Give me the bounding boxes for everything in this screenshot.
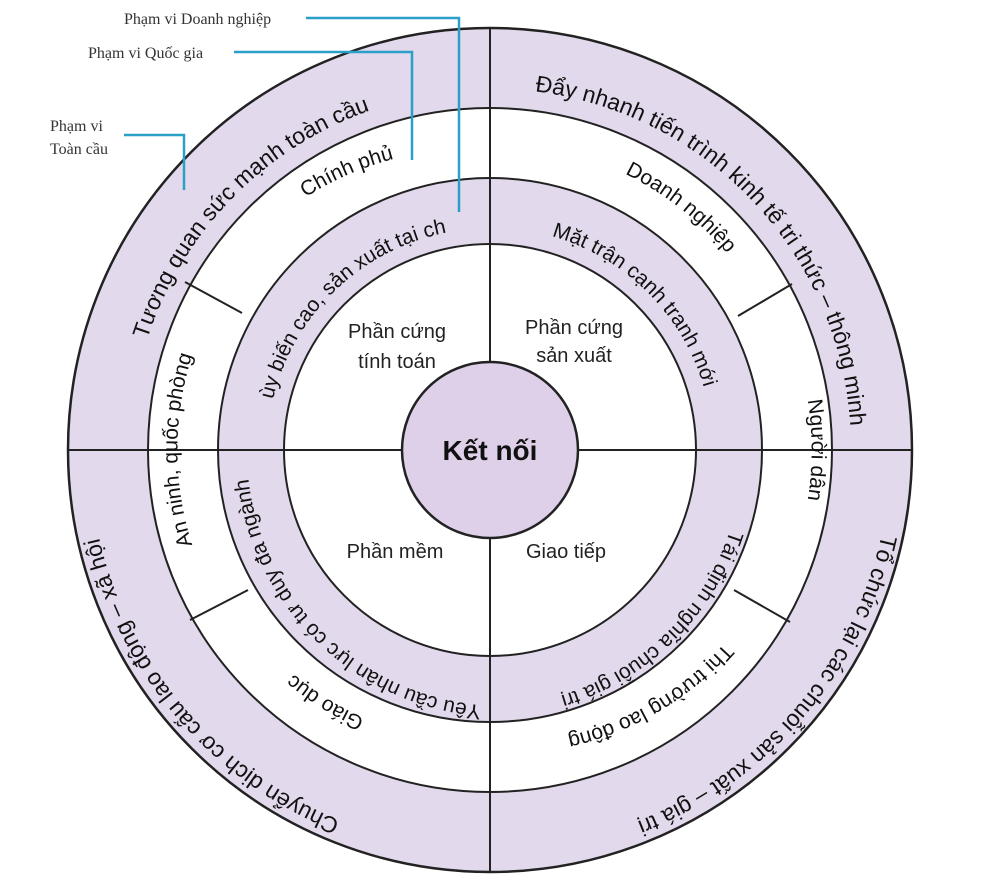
callout-global-line1: Phạm vi xyxy=(50,118,103,135)
callout-global-line2: Toàn cầu xyxy=(50,141,108,158)
quadrant-top-left-line1: Phần cứng xyxy=(348,321,446,343)
callout-line-national xyxy=(234,50,414,160)
quadrant-top-right-line1: Phần cứng xyxy=(525,317,623,339)
callout-enterprise: Phạm vi Doanh nghiệp xyxy=(124,11,271,28)
center-circle xyxy=(400,360,580,540)
callout-line-global xyxy=(124,133,186,190)
divider-nat-left-bottom xyxy=(189,589,249,621)
callout-line-enterprise xyxy=(306,16,461,212)
national-right: Người dân xyxy=(803,398,830,503)
divider-nat-right-bottom xyxy=(733,589,791,623)
quadrant-bottom-left: Phần mềm xyxy=(347,541,444,563)
divider-nat-right-top xyxy=(737,283,793,317)
quadrant-bottom-right: Giao tiếp xyxy=(526,541,606,563)
quadrant-top-right-line2: sản xuất xyxy=(536,345,612,367)
callout-national: Phạm vi Quốc gia xyxy=(88,45,203,62)
divider-nat-left-top xyxy=(184,281,243,314)
center-label: Kết nối xyxy=(443,435,538,466)
quadrant-top-left-line2: tính toán xyxy=(358,351,436,373)
